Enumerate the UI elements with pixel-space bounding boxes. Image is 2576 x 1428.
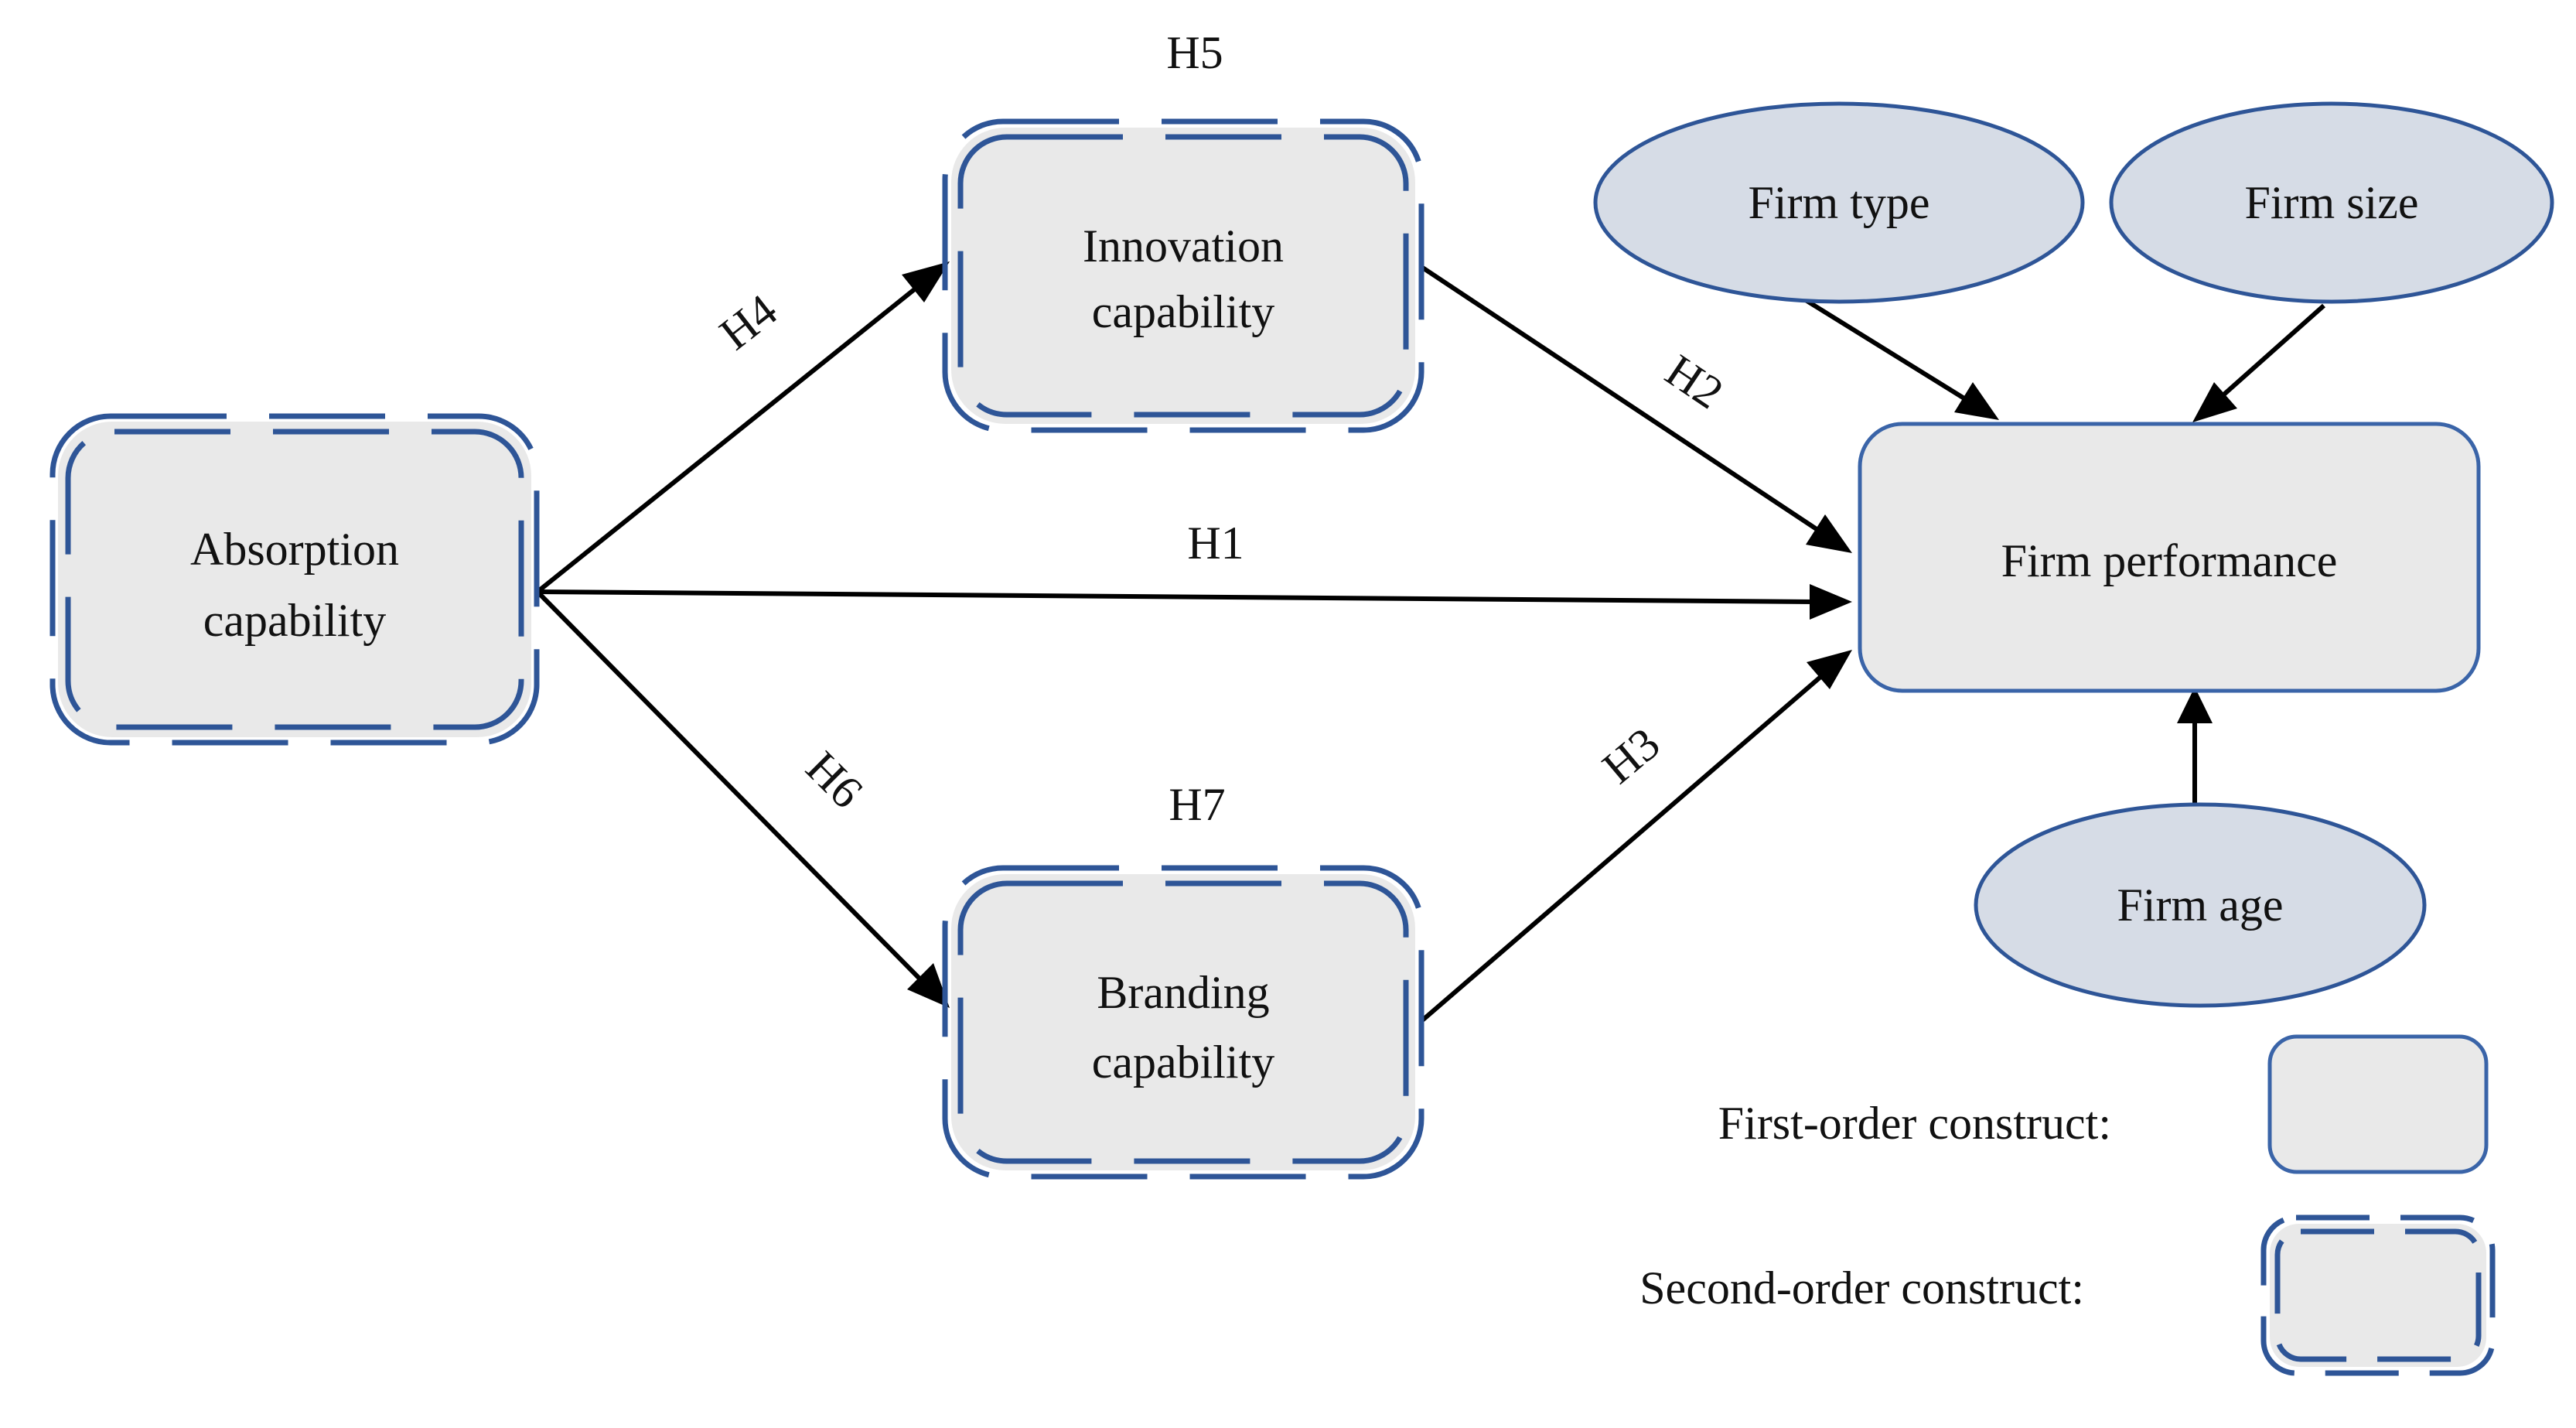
hypothesis-label-h3: H3 [1593,718,1670,794]
edge-branding-to-performance [1420,671,1827,1023]
arrowhead-performance-firmtype [1954,382,1999,420]
firm-age-label: Firm age [2117,880,2284,931]
legend: First-order construct: Second-order cons… [1639,1034,2496,1376]
edge-innovation-to-performance [1420,265,1823,535]
innovation-label-line2: capability [1092,286,1275,337]
arrowhead-performance-h1 [1810,584,1852,620]
legend-second-order-swatch [2260,1214,2496,1376]
edges [535,261,2325,1023]
performance-label: Firm performance [2001,535,2338,586]
absorption-label-line1: Absorption [190,524,399,575]
hypothesis-label-h4: H4 [710,285,786,360]
node-innovation-capability: Innovation capability [942,118,1424,433]
hypothesis-label-h2: H2 [1656,345,1732,419]
hypothesis-label-h1: H1 [1187,518,1244,569]
legend-second-order-label: Second-order construct: [1639,1262,2084,1314]
node-firm-size: Firm size [2109,101,2554,304]
branding-label-line2: capability [1092,1037,1275,1088]
legend-first-order-label: First-order construct: [1718,1098,2111,1149]
legend-first-order-swatch [2267,1034,2489,1174]
arrowhead-innovation [902,261,950,302]
node-firm-performance: Firm performance [1858,422,2481,693]
arrowhead-performance-firmage [2177,687,2213,723]
edge-absorption-to-branding [535,589,924,983]
node-firm-age: Firm age [1974,802,2427,1008]
hypothesis-label-h5: H5 [1166,27,1223,78]
arrowhead-performance-firmsize [2192,382,2237,422]
node-firm-type: Firm type [1593,101,2085,304]
edge-firmtype-to-performance [1800,296,1972,405]
edge-absorption-to-performance [537,589,1814,604]
hypothesis-label-h6: H6 [797,742,873,818]
absorption-label-line2: capability [203,595,387,646]
firm-type-label: Firm type [1749,177,1930,228]
edge-firmsize-to-performance [2218,303,2325,401]
edge-absorption-to-innovation [536,282,922,594]
innovation-label-line1: Innovation [1083,220,1284,272]
firm-size-label: Firm size [2245,177,2419,228]
hypothesis-label-h7: H7 [1169,779,1225,830]
arrowhead-performance-h3 [1807,650,1852,689]
node-branding-capability: Branding capability [942,865,1424,1180]
node-absorption-capability: Absorption capability [49,413,540,746]
arrowhead-performance-h2 [1806,514,1852,553]
arrowhead-branding [907,963,950,1008]
branding-label-line1: Branding [1097,967,1269,1018]
